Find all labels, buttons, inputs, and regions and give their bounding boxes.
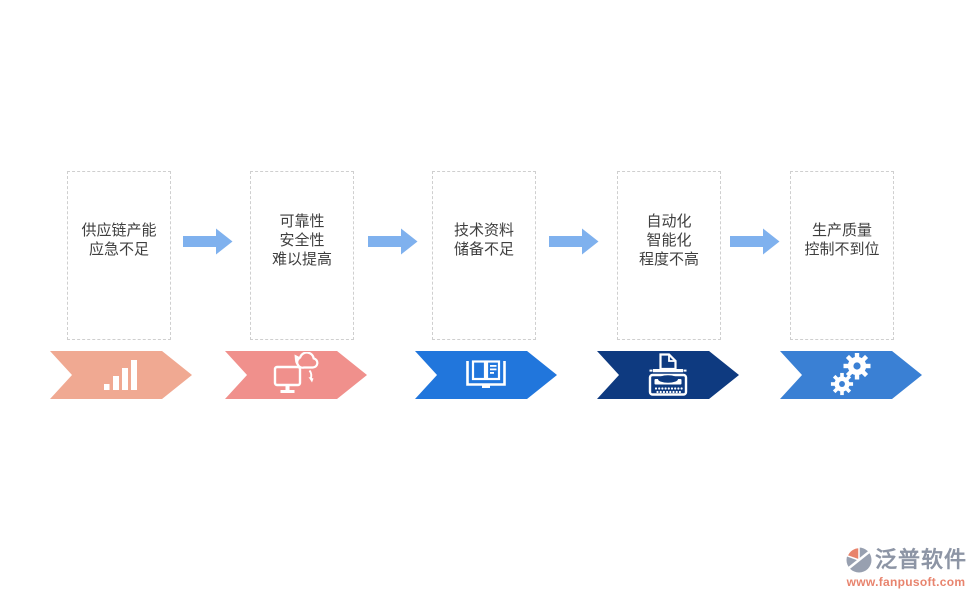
brand-name: 泛普软件 (874, 547, 967, 572)
brand-row: 泛普软件 (845, 546, 967, 574)
banner-reliability (225, 351, 367, 399)
step-box-1: 供应链产能 应急不足 (67, 171, 171, 340)
banner-technical-docs (415, 351, 557, 399)
brand-url: www.fanpusoft.com (846, 575, 966, 589)
step-box-5: 生产质量 控制不到位 (790, 171, 894, 340)
flow-arrow-icon (549, 228, 599, 255)
open-book-icon (466, 360, 506, 388)
cloud-sync-monitor-icon (273, 352, 319, 393)
flow-arrow-icon (183, 228, 233, 255)
brand-watermark: 泛普软件 www.fanpusoft.com (845, 546, 967, 589)
gears-icon (830, 353, 871, 396)
step-box-3: 技术资料 储备不足 (432, 171, 536, 340)
step-box-4: 自动化 智能化 程度不高 (617, 171, 721, 340)
step-box-2: 可靠性 安全性 难以提高 (250, 171, 354, 340)
banner-supply-chain (50, 351, 192, 399)
flow-arrow-icon (730, 228, 780, 255)
bar-chart-icon (104, 360, 137, 390)
banner-quality-control (780, 351, 922, 399)
flow-arrow-icon (368, 228, 418, 255)
fanpu-logo-icon (846, 546, 872, 573)
typewriter-icon (648, 353, 688, 396)
banner-automation (597, 351, 739, 399)
